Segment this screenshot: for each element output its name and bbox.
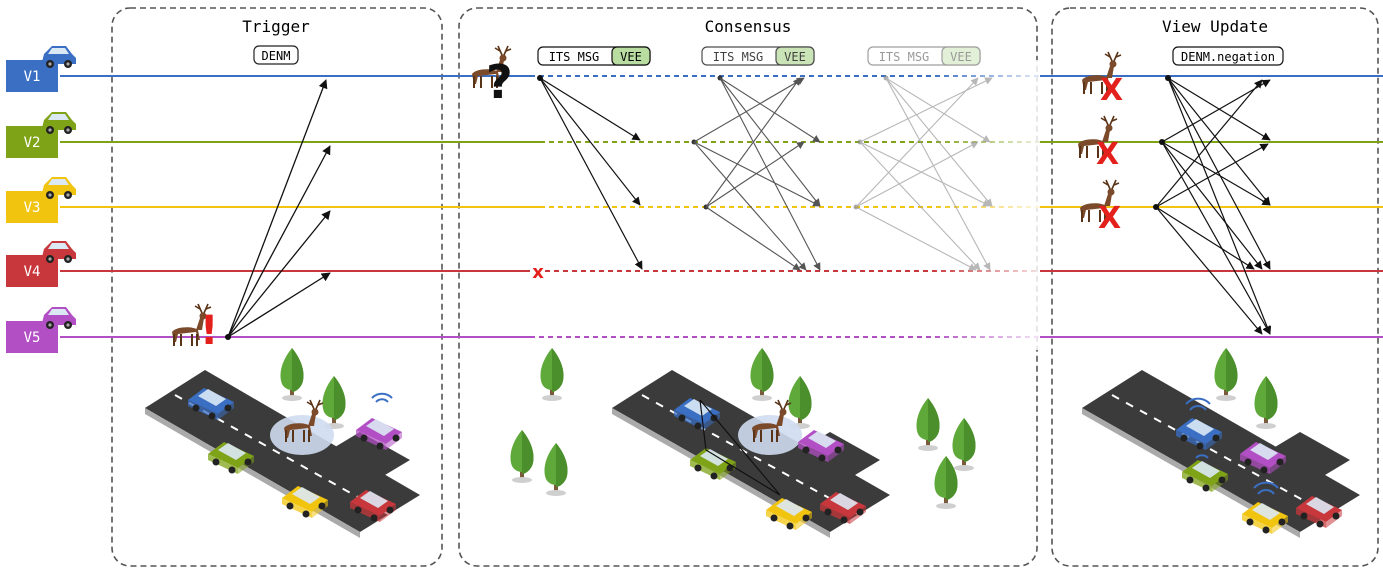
v2-car-icon xyxy=(42,112,76,134)
trigger-title: Trigger xyxy=(242,17,310,36)
v3-car-icon xyxy=(42,177,76,199)
consensus-arrows-round-2 xyxy=(691,75,821,271)
vee-label-1: VEE xyxy=(620,50,642,64)
vehicle-lines xyxy=(60,60,1383,350)
view-update-title: View Update xyxy=(1162,17,1268,36)
its-msg-box-2: ITS MSG VEE xyxy=(701,46,815,66)
vee-label-2: VEE xyxy=(784,50,806,64)
view-update-road-scene xyxy=(1082,348,1360,538)
negated-x-v2: X xyxy=(1096,137,1119,172)
negated-x-v1: X xyxy=(1100,73,1123,108)
trigger-panel xyxy=(111,7,443,567)
question-icon: ? xyxy=(486,55,513,109)
denm-box xyxy=(253,45,299,65)
denm-negation-label: DENM.negation xyxy=(1181,50,1275,64)
v1-label: V1 xyxy=(24,69,41,85)
alert-icon: ! xyxy=(200,308,218,354)
negated-deer-v2: X xyxy=(1077,115,1119,172)
its-msg-label-2: ITS MSG xyxy=(713,50,764,64)
trigger-road-scene xyxy=(145,348,420,538)
denm-label: DENM xyxy=(262,49,291,63)
v5-label: V5 xyxy=(24,330,41,346)
its-msg-box-3: ITS MSG VEE xyxy=(867,46,981,66)
vehicle-labels: V1 V2 V3 V4 V5 xyxy=(6,46,76,353)
consensus-arrows-round-3 xyxy=(853,75,993,271)
trigger-arrows xyxy=(225,79,331,340)
view-update-panel xyxy=(1051,7,1379,567)
v5-car-icon xyxy=(42,307,76,329)
consensus-title: Consensus xyxy=(705,17,792,36)
v2-label: V2 xyxy=(24,135,41,151)
denm-negation-box xyxy=(1172,46,1284,66)
consensus-road-scene xyxy=(510,348,976,538)
view-update-arrows xyxy=(1153,75,1272,335)
vee-label-3: VEE xyxy=(950,50,972,64)
its-msg-box-1: ITS MSG VEE xyxy=(537,46,651,66)
negated-deer-v1: X xyxy=(1081,51,1123,108)
v3-label: V3 xyxy=(24,200,41,216)
negated-x-v3: X xyxy=(1098,201,1121,236)
consensus-arrows-round-1 xyxy=(537,75,643,270)
v1-car-icon xyxy=(42,46,76,68)
v4-car-icon xyxy=(42,241,76,263)
negated-deer-v3: X xyxy=(1079,179,1121,236)
its-msg-label-1: ITS MSG xyxy=(549,50,600,64)
v4-label: V4 xyxy=(24,264,41,280)
lost-marker: x xyxy=(532,262,544,283)
its-msg-label-3: ITS MSG xyxy=(879,50,930,64)
